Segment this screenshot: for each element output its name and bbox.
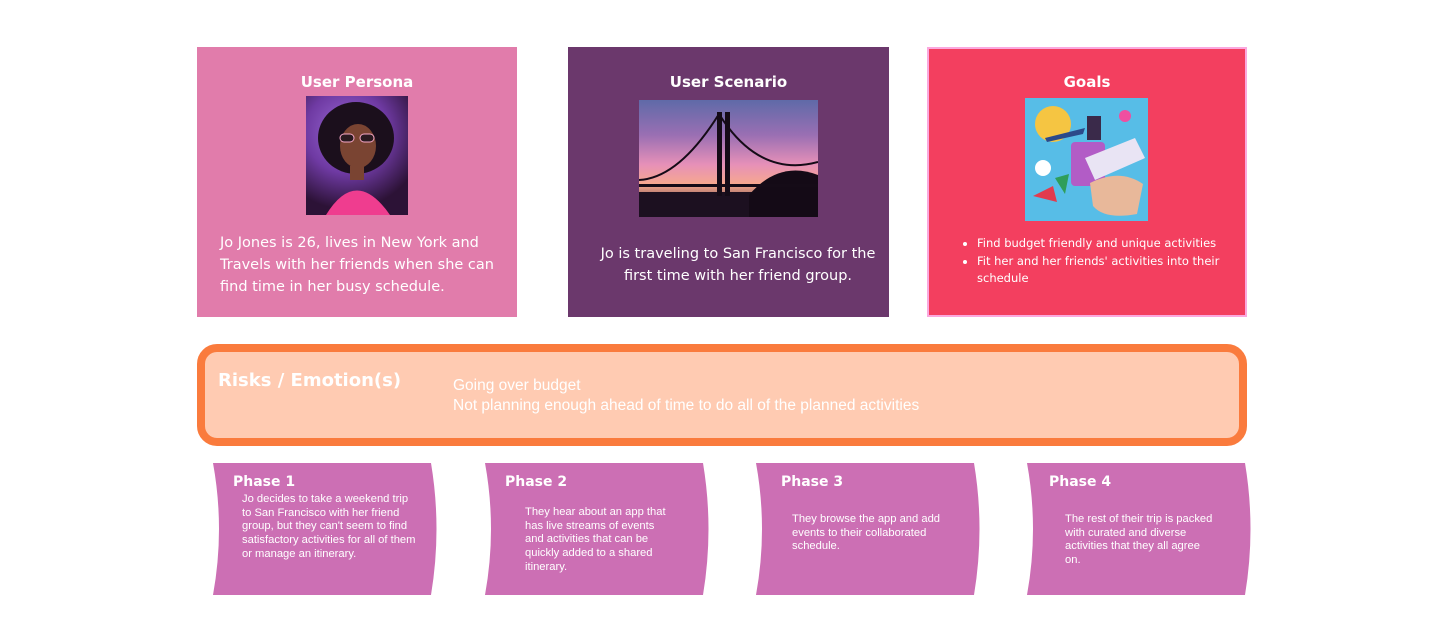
goals-card: Goals Find budget friendly and unique ac… — [927, 47, 1247, 317]
phase-2-shape — [485, 463, 709, 595]
phase-2-title: Phase 2 — [505, 474, 568, 490]
user-scenario-card: User Scenario Jo is traveling to San Fra… — [568, 47, 889, 317]
bridge-photo — [639, 100, 818, 217]
phase-4-shape — [1027, 463, 1251, 595]
risk-item: Going over budget — [453, 377, 581, 394]
user-scenario-description: Jo is traveling to San Francisco for the… — [600, 246, 876, 284]
travel-collage-art — [1033, 106, 1145, 216]
goal-item: Fit her and her friends' activities into… — [977, 253, 1247, 287]
persona-photo — [306, 96, 408, 215]
risks-emotions-banner: Risks / Emotion(s) Going over budget Not… — [197, 344, 1247, 446]
phase-1-description: Jo decides to take a weekend trip to San… — [242, 493, 416, 560]
bridge-photo-art — [639, 112, 818, 217]
risk-item: Not planning enough ahead of time to do … — [453, 397, 920, 414]
phase-4-title: Phase 4 — [1049, 474, 1112, 490]
goal-item: Find budget friendly and unique activiti… — [977, 235, 1247, 252]
phase-1-shape — [213, 463, 437, 595]
phase-3-title: Phase 3 — [781, 474, 844, 490]
risks-list: Going over budget Not planning enough ah… — [453, 376, 919, 416]
user-scenario-title: User Scenario — [669, 73, 788, 91]
phase-2-card: Phase 2 They hear about an app that has … — [481, 463, 714, 595]
user-persona-card: User Persona Jo Jones is 26, lives in Ne… — [197, 47, 517, 317]
risks-title: Risks / Emotion(s) — [218, 370, 402, 391]
phase-3-description: They browse the app and add events to th… — [792, 513, 941, 553]
goals-title: Goals — [1063, 73, 1111, 91]
phase-1-title: Phase 1 — [233, 474, 296, 490]
phase-4-description: The rest of their trip is packed with cu… — [1065, 513, 1213, 567]
travel-collage-image — [1025, 98, 1148, 221]
phase-2-description: They hear about an app that has live str… — [525, 506, 666, 573]
user-persona-description: Jo Jones is 26, lives in New York and Tr… — [220, 235, 494, 295]
user-persona-title: User Persona — [300, 73, 414, 91]
phase-3-card: Phase 3 They browse the app and add even… — [752, 463, 985, 595]
phase-4-card: Phase 4 The rest of their trip is packed… — [1023, 463, 1256, 595]
phase-1-card: Phase 1 Jo decides to take a weekend tri… — [209, 463, 442, 595]
persona-photo-art — [318, 102, 394, 215]
goals-list: Find budget friendly and unique activiti… — [957, 235, 1247, 288]
phase-3-shape — [756, 463, 980, 595]
